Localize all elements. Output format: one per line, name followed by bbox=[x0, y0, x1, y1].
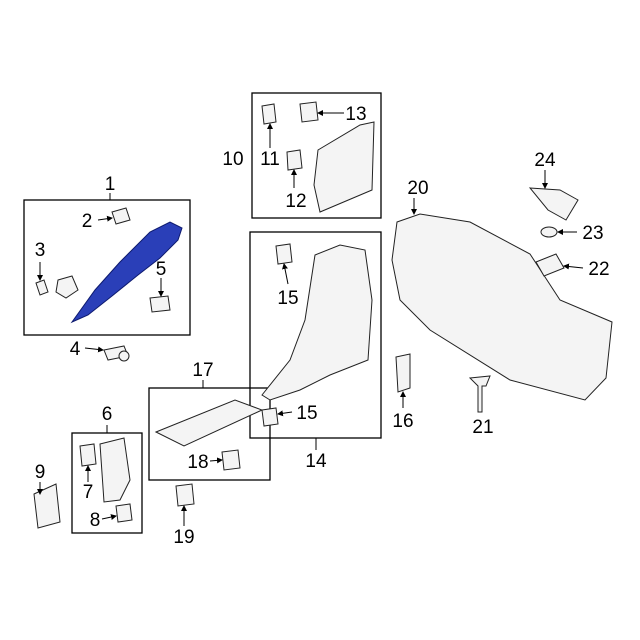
clip-part-15-upper[interactable] bbox=[275, 243, 293, 265]
panel-part-10[interactable] bbox=[313, 121, 375, 213]
callout-24: 24 bbox=[534, 150, 556, 171]
callout-17: 17 bbox=[192, 360, 213, 381]
pad-part-5[interactable] bbox=[149, 295, 171, 313]
group-box-10 bbox=[251, 92, 382, 219]
quarter-trim-part-14[interactable] bbox=[261, 244, 373, 401]
clip-part-15-lower[interactable] bbox=[261, 407, 279, 427]
callout-21: 21 bbox=[472, 417, 493, 438]
fastener-part-21[interactable] bbox=[468, 375, 491, 413]
callout-16: 16 bbox=[392, 411, 413, 432]
callout-13: 13 bbox=[345, 104, 366, 125]
callout-2: 2 bbox=[82, 211, 93, 232]
clip-part-12[interactable] bbox=[286, 149, 303, 171]
callout-8: 8 bbox=[90, 510, 101, 531]
callout-6: 6 bbox=[102, 404, 113, 425]
callout-3: 3 bbox=[35, 240, 46, 261]
callout-22: 22 bbox=[588, 259, 609, 280]
callout-10: 10 bbox=[222, 149, 243, 170]
callout-11: 11 bbox=[260, 149, 280, 170]
bracket-part-16[interactable] bbox=[395, 353, 411, 393]
scuff-plate-part-17[interactable] bbox=[154, 399, 264, 447]
bolt-head-part-4 bbox=[118, 350, 130, 362]
callout-15-lower: 15 bbox=[296, 403, 317, 424]
callout-15-upper: 15 bbox=[277, 288, 298, 309]
clip-part-13[interactable] bbox=[299, 101, 319, 123]
clip-part-11[interactable] bbox=[261, 103, 277, 125]
leader-lines bbox=[37, 110, 584, 526]
callout-4: 4 bbox=[70, 339, 81, 360]
group-box-1 bbox=[23, 199, 191, 336]
callout-12: 12 bbox=[285, 191, 306, 212]
callout-23: 23 bbox=[582, 223, 603, 244]
callout-20: 20 bbox=[407, 178, 428, 199]
bracket-part-3[interactable] bbox=[55, 275, 79, 299]
group-box-17 bbox=[148, 387, 271, 481]
clip-part-19[interactable] bbox=[175, 483, 195, 507]
callout-7: 7 bbox=[83, 482, 94, 503]
screw-part-3[interactable] bbox=[35, 279, 49, 296]
clip-part-18[interactable] bbox=[221, 449, 241, 471]
nut-part-23[interactable] bbox=[540, 226, 558, 238]
clip-part-8[interactable] bbox=[115, 503, 133, 523]
callout-19: 19 bbox=[173, 527, 194, 548]
callout-18: 18 bbox=[187, 452, 208, 473]
callout-14: 14 bbox=[305, 451, 327, 472]
back-panel-part-20[interactable] bbox=[391, 213, 613, 401]
cover-part-24[interactable] bbox=[528, 187, 579, 221]
clip-part-7[interactable] bbox=[79, 443, 97, 467]
bracket-part-9[interactable] bbox=[33, 483, 61, 529]
clip-part-2[interactable] bbox=[111, 207, 131, 225]
pillar-trim-part-highlighted[interactable] bbox=[70, 221, 183, 324]
callout-5: 5 bbox=[156, 259, 167, 280]
trim-part-6[interactable] bbox=[99, 437, 131, 503]
callout-9: 9 bbox=[35, 462, 46, 483]
callout-1: 1 bbox=[105, 174, 116, 195]
